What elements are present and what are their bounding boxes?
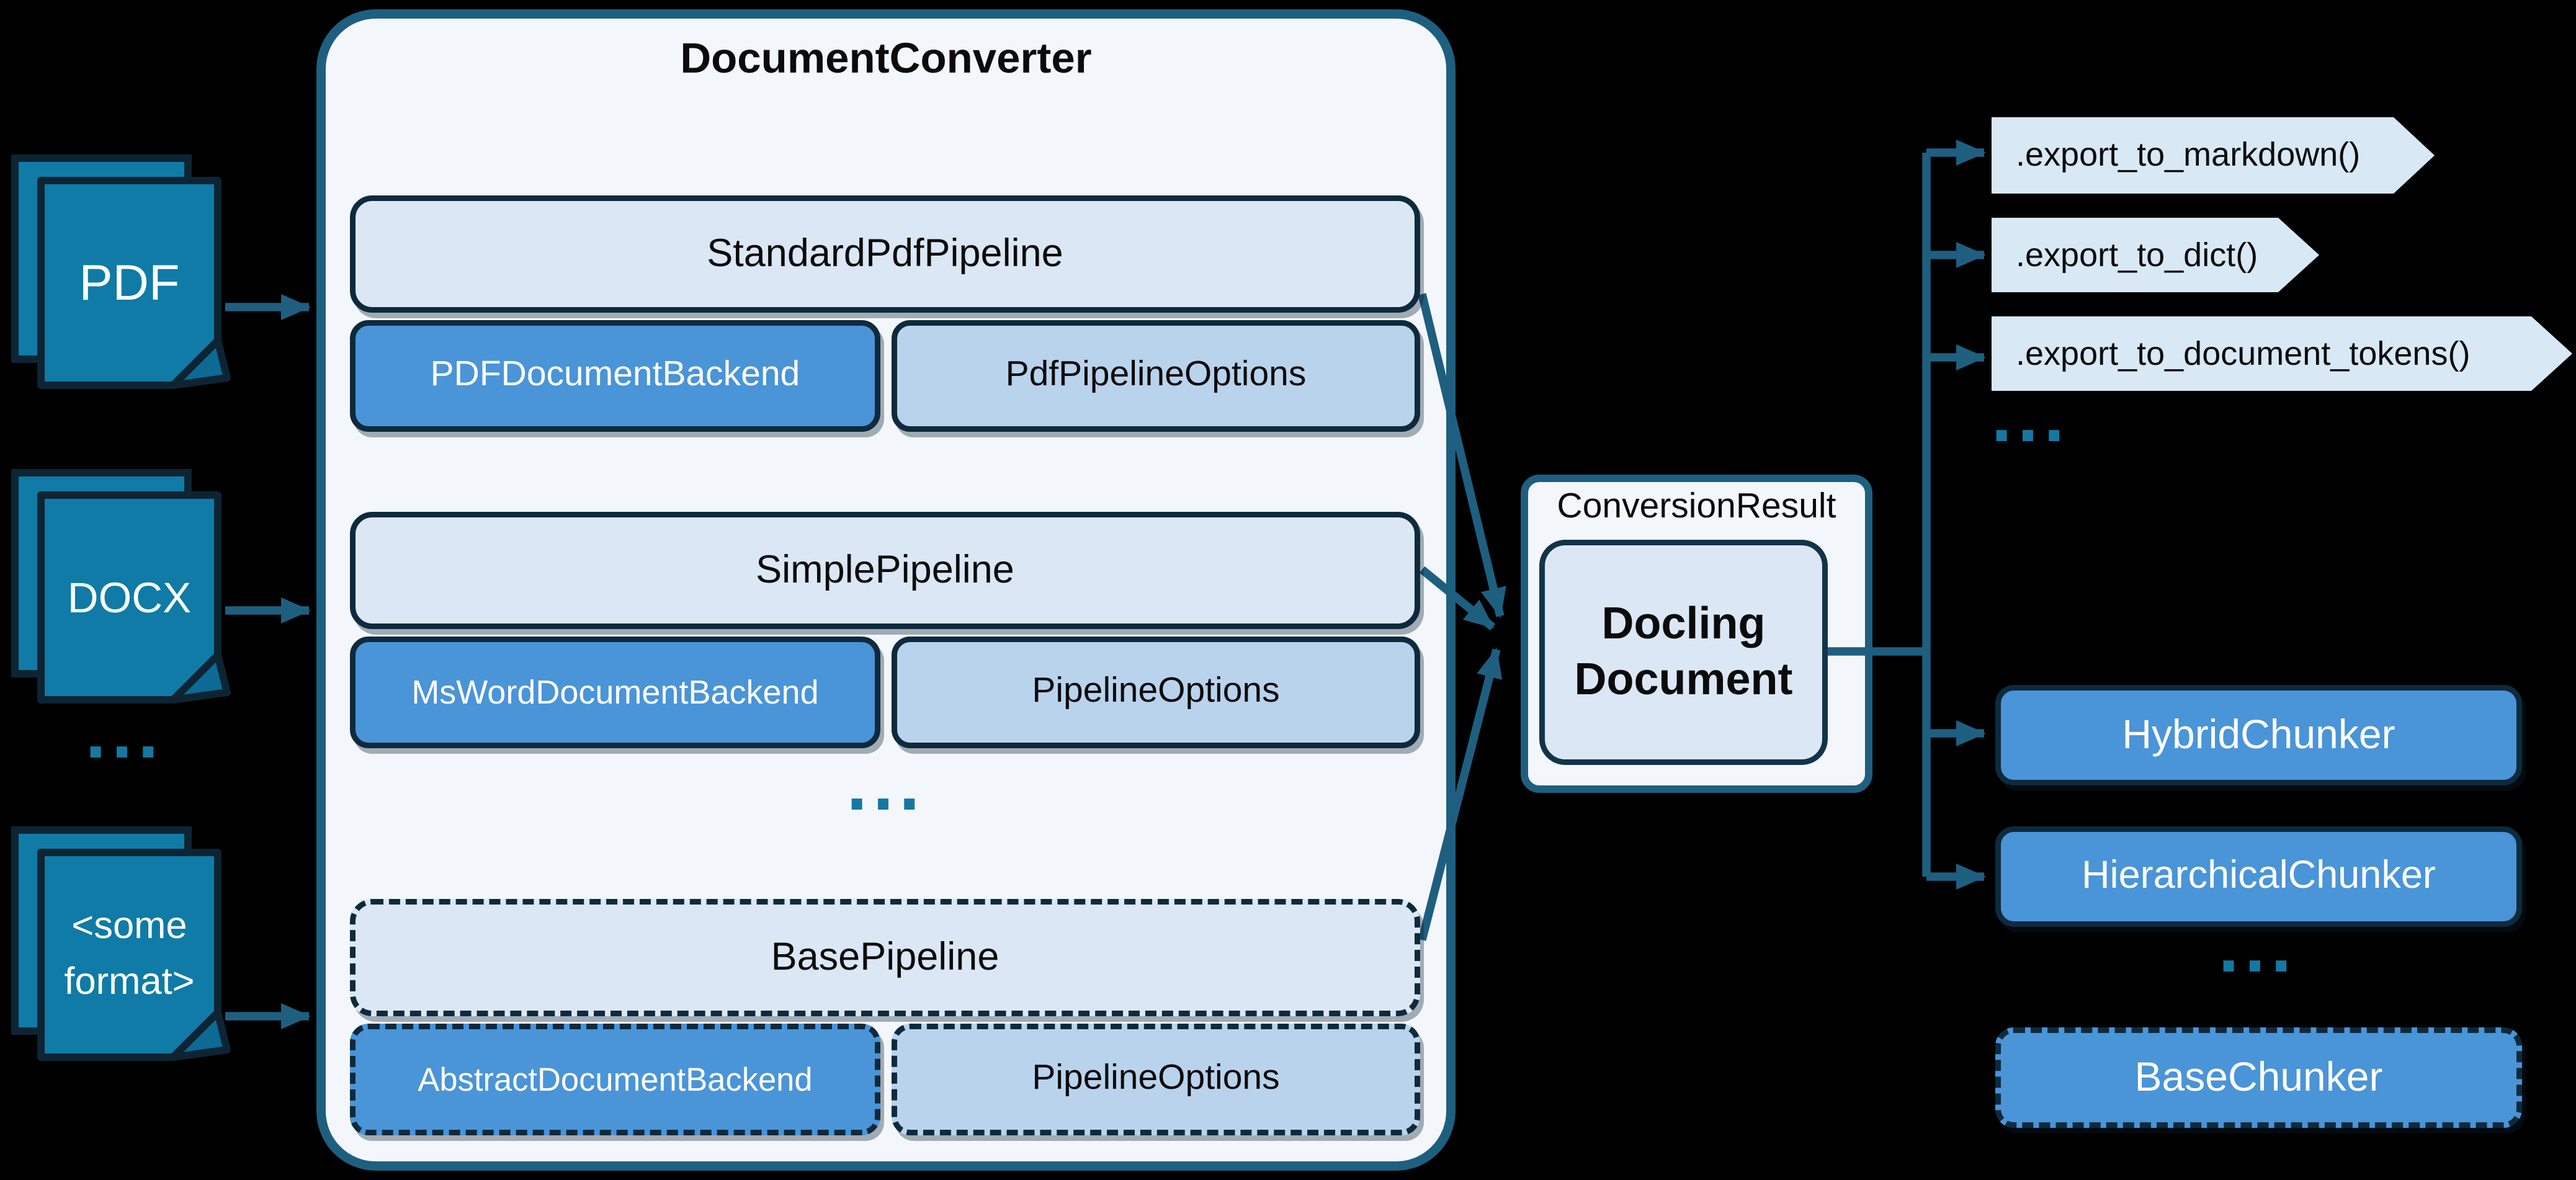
exports-ellipsis: ... [1991,376,2070,458]
other-format-line1: <some [71,905,187,948]
chunkers-ellipsis: ... [2218,906,2297,988]
converter-ellipsis: ... [846,744,926,826]
options-base-pipelineoptions: PipelineOptions [892,1024,1420,1135]
pdf-documents-icon [11,154,231,389]
docx-icon-label: DOCX [67,572,192,621]
document-converter-title: DocumentConverter [680,34,1092,82]
docling-document-line1: Docling [1601,599,1766,650]
backend-pdfdocumentbackend: PDFDocumentBackend [350,320,880,432]
docling-document-box: Docling Document [1539,540,1828,765]
hierarchical-chunker-box: HierarchicalChunker [1995,826,2522,927]
conversion-result-label: ConversionResult [1557,488,1836,527]
docx-documents-icon [11,469,231,704]
pdf-icon-label: PDF [79,254,180,310]
arrow-basepipeline-to-result [1418,648,1503,941]
hybrid-chunker-box: HybridChunker [1995,685,2522,785]
docling-document-line2: Document [1574,654,1793,705]
backend-abstractdocumentbackend: AbstractDocumentBackend [350,1024,880,1135]
arrow-standardpdfpipeline-to-result [1418,293,1506,618]
arrow-simplepipeline-to-result [1419,566,1496,631]
pipeline-standardpdf-header: StandardPdfPipeline [350,195,1420,313]
other-format-icon-label: <some format> [41,852,218,1057]
options-pipelineoptions: PipelineOptions [892,637,1420,748]
pipeline-base-header: BasePipeline [350,899,1420,1016]
export-to-markdown-tag: .export_to_markdown() [1992,117,2435,194]
export-to-document-tokens-tag: .export_to_document_tokens() [1992,316,2572,391]
backend-msworddocumentbackend: MsWordDocumentBackend [350,637,880,748]
pipeline-simple-header: SimplePipeline [350,512,1420,629]
other-format-documents-icon [11,826,231,1061]
base-chunker-box: BaseChunker [1995,1027,2522,1128]
options-pdfpipelineoptions: PdfPipelineOptions [892,320,1420,432]
other-format-line2: format> [64,960,195,1003]
export-to-dict-tag: .export_to_dict() [1992,218,2319,292]
formats-ellipsis: ... [85,692,164,774]
